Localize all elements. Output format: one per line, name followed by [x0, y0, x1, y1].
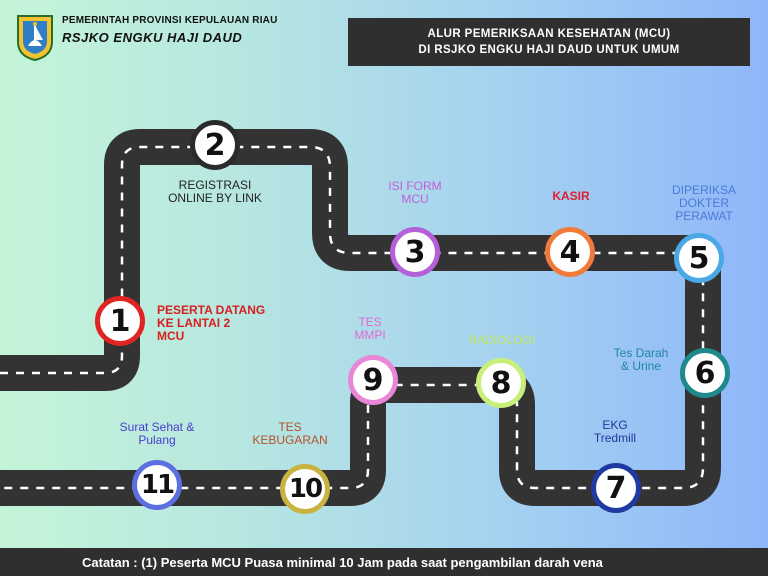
step-11-label-text: Surat Sehat & Pulang [119, 420, 195, 447]
step-2-number: 2 [204, 127, 226, 163]
step-11-label: Surat Sehat & Pulang [100, 421, 214, 447]
step-3-circle: 3 [390, 227, 440, 277]
step-10-label: TES KEBUGARAN [230, 421, 350, 447]
step-5-circle: 5 [674, 233, 724, 283]
step-2-circle: 2 [190, 120, 240, 170]
step-7-label: EKG Tredmill [570, 419, 660, 445]
step-8-label-text: RADIOLOGI [468, 333, 536, 347]
step-1-label: PESERTA DATANG KE LANTAI 2 MCU [157, 304, 265, 343]
step-3-label: ISI FORM MCU [370, 180, 460, 206]
step-3-label-text: ISI FORM MCU [388, 179, 442, 206]
org-line2: RSJKO ENGKU HAJI DAUD [62, 30, 243, 45]
step-1-label-text: PESERTA DATANG KE LANTAI 2 MCU [157, 303, 266, 343]
step-10-label-text: TES KEBUGARAN [252, 420, 328, 447]
step-9-label-text: TES MMPI [354, 315, 386, 342]
step-10-circle: 10 [280, 464, 330, 514]
step-5-number: 5 [688, 240, 710, 276]
step-2-label-text: REGISTRASI ONLINE BY LINK [168, 178, 262, 205]
footer-note: Catatan : (1) Peserta MCU Puasa minimal … [0, 548, 768, 576]
step-7-number: 7 [605, 470, 627, 506]
org-line1: PEMERINTAH PROVINSI KEPULAUAN RIAU [62, 15, 278, 26]
step-4-label-text: KASIR [552, 189, 590, 203]
step-11-circle: 11 [132, 460, 182, 510]
step-5-label-text: DIPERIKSA DOKTER PERAWAT [671, 183, 737, 223]
step-9-circle: 9 [348, 355, 398, 405]
step-1-circle: 1 [95, 296, 145, 346]
step-1-number: 1 [109, 303, 131, 339]
step-7-circle: 7 [591, 463, 641, 513]
title-line2: DI RSJKO ENGKU HAJI DAUD UNTUK UMUM [418, 44, 680, 56]
province-logo [17, 15, 53, 62]
step-9-label: TES MMPI [335, 316, 405, 342]
step-4-label: KASIR [531, 190, 611, 203]
step-7-label-text: EKG Tredmill [593, 418, 637, 445]
step-6-label: Tes Darah & Urine [596, 347, 686, 373]
step-4-circle: 4 [545, 227, 595, 277]
step-11-number: 11 [140, 470, 175, 500]
step-6-number: 6 [694, 355, 716, 391]
step-6-label-text: Tes Darah & Urine [613, 346, 669, 373]
step-8-number: 8 [490, 365, 512, 401]
step-9-number: 9 [362, 362, 384, 398]
step-4-number: 4 [559, 234, 581, 270]
step-3-number: 3 [404, 234, 426, 270]
footer-note-text: Catatan : (1) Peserta MCU Puasa minimal … [82, 554, 603, 570]
step-8-label: RADIOLOGI [452, 334, 552, 347]
step-8-circle: 8 [476, 358, 526, 408]
step-5-label: DIPERIKSA DOKTER PERAWAT [654, 184, 754, 223]
step-6-circle: 6 [680, 348, 730, 398]
title-box: ALUR PEMERIKSAAN KESEHATAN (MCU) DI RSJK… [348, 18, 750, 66]
title-line1: ALUR PEMERIKSAAN KESEHATAN (MCU) [427, 28, 671, 40]
step-10-number: 10 [288, 474, 323, 504]
step-2-label: REGISTRASI ONLINE BY LINK [160, 179, 270, 205]
